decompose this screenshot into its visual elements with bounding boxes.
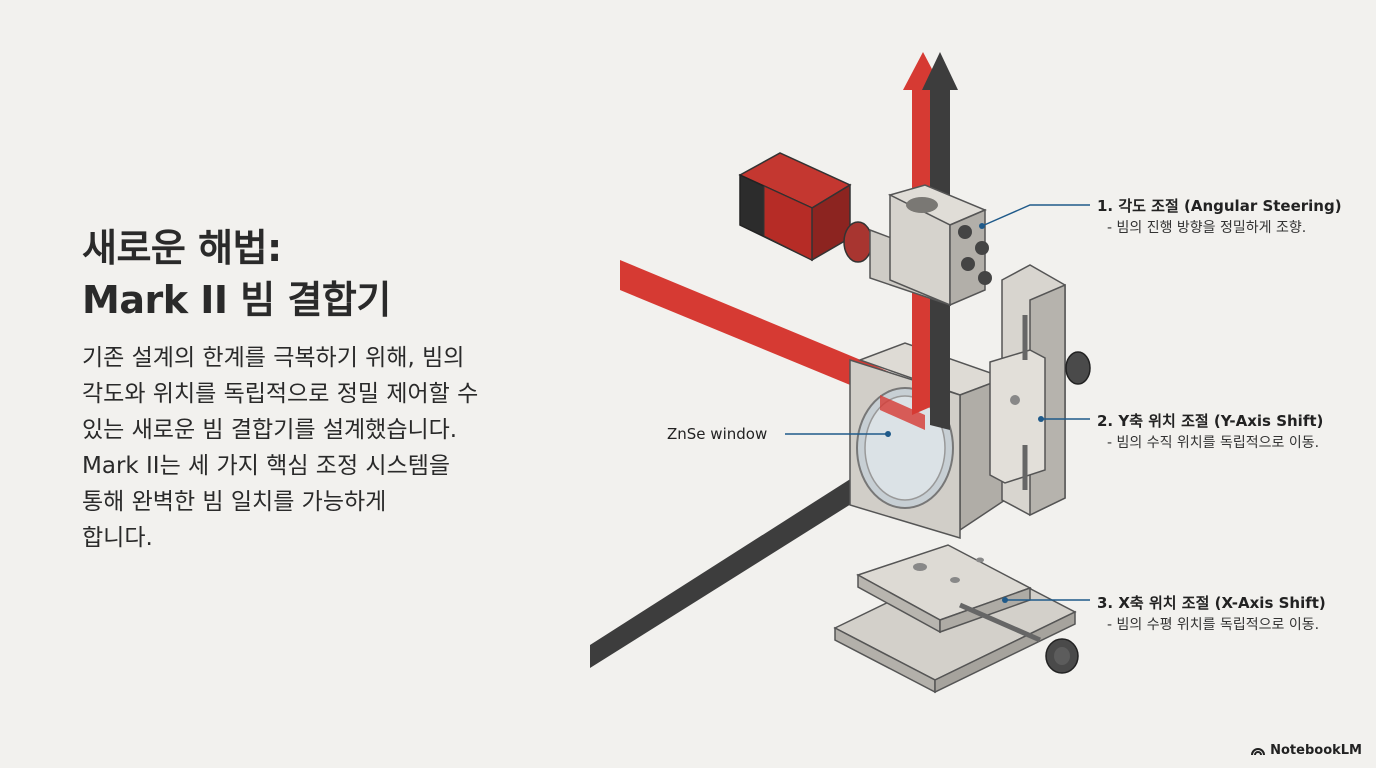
- callout-x-desc: - 빔의 수평 위치를 독립적으로 이동.: [1107, 617, 1320, 633]
- notebooklm-icon: [1251, 747, 1266, 755]
- leader-dot-x: [1002, 597, 1008, 603]
- title-line-2: Mark II 빔 결합기: [82, 278, 391, 322]
- znse-window-label: ZnSe window: [667, 425, 768, 443]
- callout-y-title: 2. Y축 위치 조절 (Y-Axis Shift): [1097, 412, 1324, 430]
- description-line: 있는 새로운 빔 결합기를 설계했습니다.: [82, 417, 458, 443]
- laser-module: [738, 152, 873, 263]
- callout-x-title: 3. X축 위치 조절 (X-Axis Shift): [1097, 594, 1326, 612]
- leader-dot-y: [1038, 416, 1044, 422]
- leader-lines: [785, 204, 1090, 601]
- callout-y-desc: - 빔의 수직 위치를 독립적으로 이동.: [1107, 435, 1320, 451]
- description-line: 각도와 위치를 독립적으로 정밀 제어할 수: [82, 381, 479, 407]
- description-line: 기존 설계의 한계를 극복하기 위해, 빔의: [82, 345, 465, 371]
- description-line: 통해 완벽한 빔 일치를 가능하게: [82, 489, 387, 515]
- y-axis-stage: [989, 264, 1091, 517]
- callout-angular-title: 1. 각도 조절 (Angular Steering): [1097, 197, 1342, 215]
- x-axis-stage: [833, 544, 1079, 694]
- dark-arrowhead: [922, 52, 958, 90]
- logo-text: NotebookLM: [1270, 743, 1362, 758]
- description-line: 합니다.: [82, 525, 153, 551]
- leader-line-angular: [981, 204, 1090, 227]
- callout-angular-desc: - 빔의 진행 방향을 정밀하게 조향.: [1107, 220, 1307, 236]
- page-title: 새로운 해법: Mark II 빔 결합기: [82, 222, 391, 326]
- description-paragraph: 기존 설계의 한계를 극복하기 위해, 빔의 각도와 위치를 독립적으로 정밀 …: [82, 340, 478, 556]
- description-line: Mark II는 세 가지 핵심 조정 시스템을: [82, 453, 451, 479]
- leader-dot-angular: [979, 223, 985, 229]
- angular-steering-mount: [869, 184, 992, 307]
- leader-dot-znse: [885, 431, 891, 437]
- title-line-1: 새로운 해법:: [82, 226, 282, 270]
- leader-dots: [885, 223, 1044, 603]
- notebooklm-logo: NotebookLM: [1251, 743, 1362, 758]
